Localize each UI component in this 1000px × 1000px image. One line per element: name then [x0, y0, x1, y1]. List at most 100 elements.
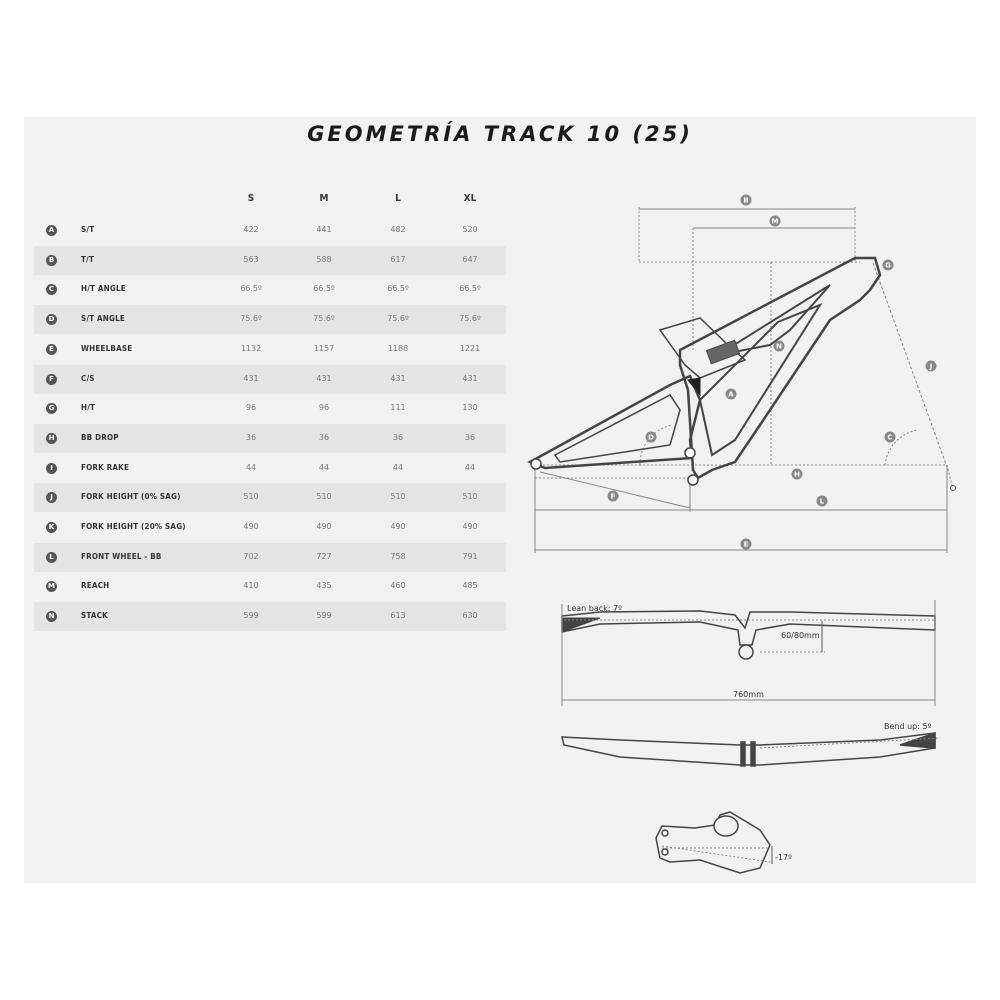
row-value-m: 441	[316, 225, 332, 234]
width-label: 760mm	[733, 690, 764, 699]
row-label: C/S	[81, 373, 95, 383]
badge-n	[773, 340, 785, 352]
row-value-xl: 1221	[459, 343, 481, 353]
row-label: S/T	[81, 225, 95, 234]
row-label: STACK	[81, 611, 108, 621]
row-badge: E	[46, 343, 57, 355]
row-value-m: 435	[316, 581, 332, 591]
row-label: H/T ANGLE	[81, 284, 126, 294]
row-value-xl: 66.5º	[459, 284, 481, 294]
row-value-xl: 431	[462, 373, 478, 383]
row-label: BB DROP	[81, 432, 119, 442]
row-value-xl: 485	[462, 581, 478, 591]
row-badge: F	[46, 373, 57, 385]
stem-diagram	[655, 811, 773, 874]
lean-back-label: Lean back: 7º	[567, 604, 622, 613]
row-value-l: 1188	[387, 343, 409, 353]
row-badge: G	[46, 403, 57, 415]
row-value-m: 431	[316, 373, 332, 383]
row-value-xl: 75.6º	[459, 314, 481, 324]
svg-text:M: M	[772, 218, 779, 226]
row-value-xl: 510	[462, 492, 478, 502]
row-value-l: 111	[390, 403, 406, 413]
row-value-m: 588	[316, 254, 332, 264]
row-value-m: 75.6º	[313, 314, 335, 324]
row-label: FRONT WHEEL - BB	[81, 551, 162, 561]
row-label: WHEELBASE	[81, 343, 133, 353]
row-badge: M	[46, 581, 57, 593]
svg-text:D: D	[648, 434, 654, 442]
row-value-l: 431	[390, 373, 406, 383]
row-value-xl: 36	[464, 432, 476, 442]
row-label: FORK RAKE	[81, 462, 130, 472]
frame-dimension-badges: B M G N J A D C H F L E	[607, 194, 937, 550]
row-value-xl: 520	[462, 225, 478, 234]
svg-text:H: H	[794, 471, 800, 479]
row-label: H/T	[81, 403, 96, 413]
row-label: FORK HEIGHT (20% SAG)	[81, 522, 186, 531]
svg-text:A: A	[728, 391, 734, 399]
handlebar-front-diagram	[561, 731, 941, 767]
row-value-m: 66.5º	[313, 284, 335, 294]
badge-l	[816, 495, 828, 507]
row-badge: L	[46, 551, 57, 563]
row-value-m: 727	[316, 551, 332, 561]
svg-text:C: C	[887, 434, 892, 442]
badge-g	[882, 259, 894, 271]
badge-f	[607, 490, 619, 502]
row-label: S/T ANGLE	[81, 314, 126, 324]
badge-a	[725, 388, 737, 400]
svg-text:N: N	[776, 343, 782, 351]
row-value-s: 410	[243, 581, 259, 591]
size-header-m: M	[319, 193, 329, 204]
size-header-l: L	[395, 193, 401, 204]
row-value-s: 563	[243, 254, 259, 264]
svg-text:G: G	[885, 262, 891, 270]
badge-b	[740, 194, 752, 206]
row-badge: K	[46, 522, 57, 533]
row-label: T/T	[81, 254, 95, 264]
row-value-m: 510	[316, 492, 332, 502]
svg-text:F: F	[611, 493, 616, 501]
row-value-m: 36	[318, 432, 330, 442]
row-value-xl: 130	[462, 403, 478, 413]
row-value-m: 96	[318, 403, 330, 413]
row-badge: A	[46, 225, 57, 236]
row-badge: I	[46, 462, 57, 474]
svg-text:J: J	[929, 363, 933, 371]
row-value-xl: 647	[462, 254, 478, 264]
row-value-l: 75.6º	[387, 314, 409, 324]
row-value-s: 96	[245, 403, 257, 413]
row-value-s: 44	[245, 462, 257, 472]
row-value-l: 490	[390, 522, 406, 531]
row-value-s: 422	[243, 225, 259, 234]
row-value-m: 599	[316, 611, 332, 621]
row-badge: H	[46, 432, 57, 444]
row-value-m: 44	[318, 462, 330, 472]
row-value-m: 490	[316, 522, 332, 531]
rise-label: 60/80mm	[781, 631, 820, 640]
row-value-l: 36	[392, 432, 404, 442]
row-label: REACH	[81, 581, 110, 591]
row-value-s: 490	[243, 522, 259, 531]
row-label: FORK HEIGHT (0% SAG)	[81, 492, 181, 502]
row-badge: D	[46, 314, 57, 326]
stem-angle-label: -17º	[775, 853, 792, 862]
row-value-s: 431	[243, 373, 259, 383]
row-value-xl: 791	[462, 551, 478, 561]
row-value-l: 510	[390, 492, 406, 502]
row-value-s: 1132	[240, 343, 262, 353]
page-title: GEOMETRÍA TRACK 10 (25)	[307, 122, 693, 146]
size-header-s: S	[247, 193, 255, 204]
row-badge: N	[46, 611, 57, 623]
